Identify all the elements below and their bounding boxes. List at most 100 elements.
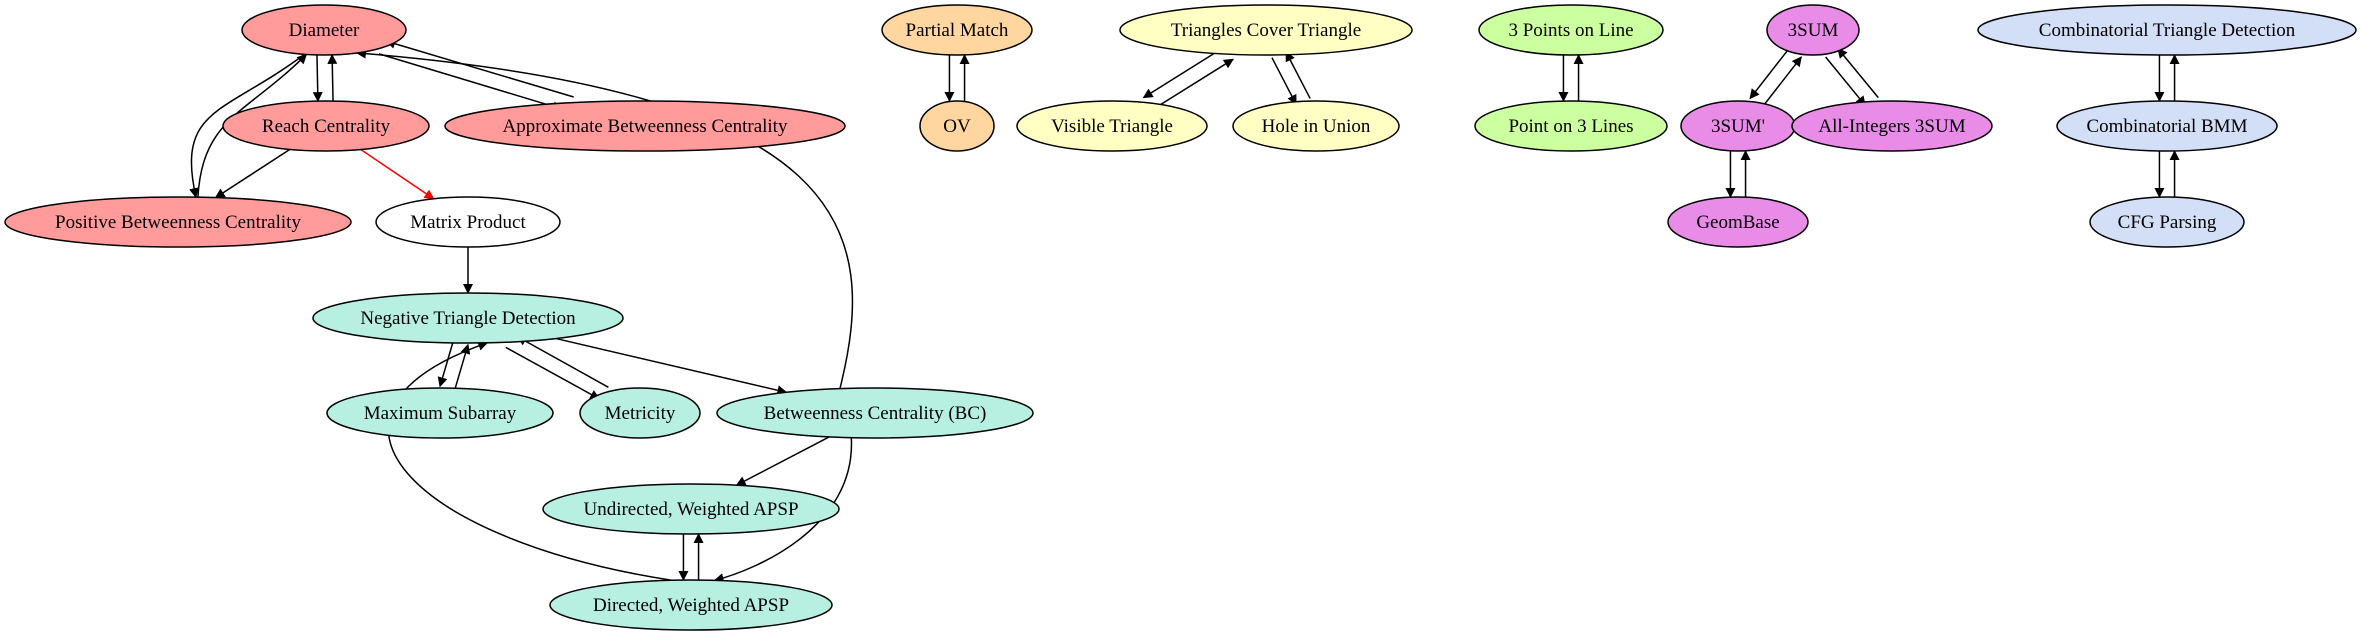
- edge-metricity-to-neg_tri: [516, 335, 609, 388]
- node-label: OV: [943, 116, 971, 137]
- node-ellipse: [542, 483, 840, 535]
- node-label: Combinatorial Triangle Detection: [2039, 20, 2296, 41]
- node-label: Reach Centrality: [262, 116, 391, 137]
- edge-neg_tri-to-metricity: [505, 346, 601, 400]
- node-ellipse: [1791, 100, 1993, 152]
- edge-line: [1762, 56, 1802, 107]
- node-label: Approximate Betweenness Centrality: [503, 116, 788, 137]
- node-ellipse: [241, 4, 407, 56]
- edge-bc-to-dir: [713, 437, 853, 584]
- node-undir: Undirected, Weighted APSP: [542, 483, 840, 535]
- node-ellipse: [1119, 4, 1413, 56]
- node-ellipse: [881, 4, 1033, 56]
- edge-line: [1837, 47, 1879, 99]
- edge-reach-to-matrix: [360, 148, 435, 200]
- node-label: Visible Triangle: [1051, 116, 1173, 137]
- node-label: Triangles Cover Triangle: [1171, 20, 1361, 41]
- node-label: Negative Triangle Detection: [360, 308, 576, 329]
- node-label: Positive Betweenness Centrality: [55, 212, 301, 233]
- edge-reach-to-diameter: [327, 53, 338, 101]
- node-ellipse: [549, 579, 833, 631]
- edge-bc-to-diameter: [355, 48, 854, 389]
- node-label: GeomBase: [1696, 212, 1779, 233]
- edge-line: [555, 337, 788, 396]
- node-ellipse: [312, 292, 624, 344]
- node-visible: Visible Triangle: [1016, 100, 1208, 152]
- edge-neg_tri-to-max_sub: [437, 341, 454, 388]
- node-tri-cover: Triangles Cover Triangle: [1119, 4, 1413, 56]
- edge-line: [505, 346, 601, 400]
- node-label: Betweenness Centrality (BC): [764, 403, 987, 424]
- edge-line: [360, 148, 435, 200]
- node-label: 3SUM': [1711, 116, 1765, 137]
- edge-line: [1749, 48, 1790, 100]
- edge-dir-to-neg_tri: [387, 341, 672, 581]
- edge-diameter-to-approx_bc: [378, 53, 563, 112]
- edge-tri_cover-to-hole: [1271, 57, 1297, 106]
- node-ellipse: [2089, 196, 2245, 248]
- node-geombase: GeomBase: [1667, 196, 1809, 248]
- edge-max_sub-to-neg_tri: [454, 343, 471, 390]
- node-ellipse: [4, 196, 352, 248]
- edge-approx_bc-to-diameter: [385, 38, 574, 98]
- node-label: Hole in Union: [1262, 116, 1371, 137]
- edge-line: [327, 53, 338, 101]
- edge-neg_tri-to-bc: [555, 337, 788, 396]
- node-ellipse: [579, 387, 701, 439]
- node-pts-line: 3 Points on Line: [1478, 4, 1664, 56]
- node-ellipse: [1232, 100, 1400, 152]
- edge-line: [1271, 57, 1297, 106]
- edge-line: [312, 55, 323, 103]
- edge-line: [378, 53, 563, 112]
- edge-line: [454, 343, 471, 390]
- edge-line: [516, 335, 609, 388]
- node-ellipse: [1474, 100, 1668, 152]
- node-ellipse: [1766, 4, 1860, 56]
- node-label: Undirected, Weighted APSP: [583, 499, 798, 520]
- edge-threesum-to-allint: [1825, 56, 1866, 107]
- edge-line: [1825, 56, 1866, 107]
- edge-line: [735, 436, 830, 486]
- node-max-sub: Maximum Subarray: [326, 387, 554, 439]
- node-ellipse: [919, 100, 995, 152]
- node-cfg: CFG Parsing: [2089, 196, 2245, 248]
- node-label: Diameter: [289, 20, 360, 41]
- edge-line: [437, 341, 454, 388]
- node-approx-bc: Approximate Betweenness Centrality: [444, 100, 846, 152]
- node-ellipse: [1977, 4, 2357, 56]
- node-comb-tri: Combinatorial Triangle Detection: [1977, 4, 2357, 56]
- edge-threesum_p-to-threesum: [1762, 56, 1802, 107]
- node-label: All-Integers 3SUM: [1818, 116, 1965, 137]
- node-ellipse: [326, 387, 554, 439]
- edge-tri_cover-to-visible: [1142, 48, 1222, 99]
- node-ellipse: [444, 100, 846, 152]
- edge-allint-to-threesum: [1837, 47, 1879, 99]
- node-ellipse: [1478, 4, 1664, 56]
- node-label: Directed, Weighted APSP: [593, 595, 789, 616]
- node-label: 3SUM: [1788, 20, 1839, 41]
- edge-line: [1154, 58, 1234, 109]
- node-ellipse: [1667, 196, 1809, 248]
- node-hole: Hole in Union: [1232, 100, 1400, 152]
- node-diameter: Diameter: [241, 4, 407, 56]
- edge-bc-to-undir: [735, 436, 830, 486]
- edge-line: [713, 437, 853, 584]
- edge-line: [1285, 51, 1311, 99]
- node-comb-bmm: Combinatorial BMM: [2056, 100, 2278, 152]
- edges: [189, 38, 2180, 584]
- node-partial: Partial Match: [881, 4, 1033, 56]
- node-label: Matrix Product: [410, 212, 526, 233]
- node-neg-tri: Negative Triangle Detection: [312, 292, 624, 344]
- node-allint: All-Integers 3SUM: [1791, 100, 1993, 152]
- node-matrix: Matrix Product: [375, 196, 561, 248]
- edge-visible-to-tri_cover: [1154, 58, 1234, 109]
- node-label: 3 Points on Line: [1508, 20, 1633, 41]
- edge-line: [1142, 48, 1222, 99]
- edge-hole-to-tri_cover: [1285, 51, 1311, 99]
- node-reach: Reach Centrality: [222, 100, 430, 152]
- node-label: CFG Parsing: [2118, 212, 2217, 233]
- node-label: Maximum Subarray: [364, 403, 517, 424]
- edge-diameter-to-pos_bc: [189, 53, 306, 199]
